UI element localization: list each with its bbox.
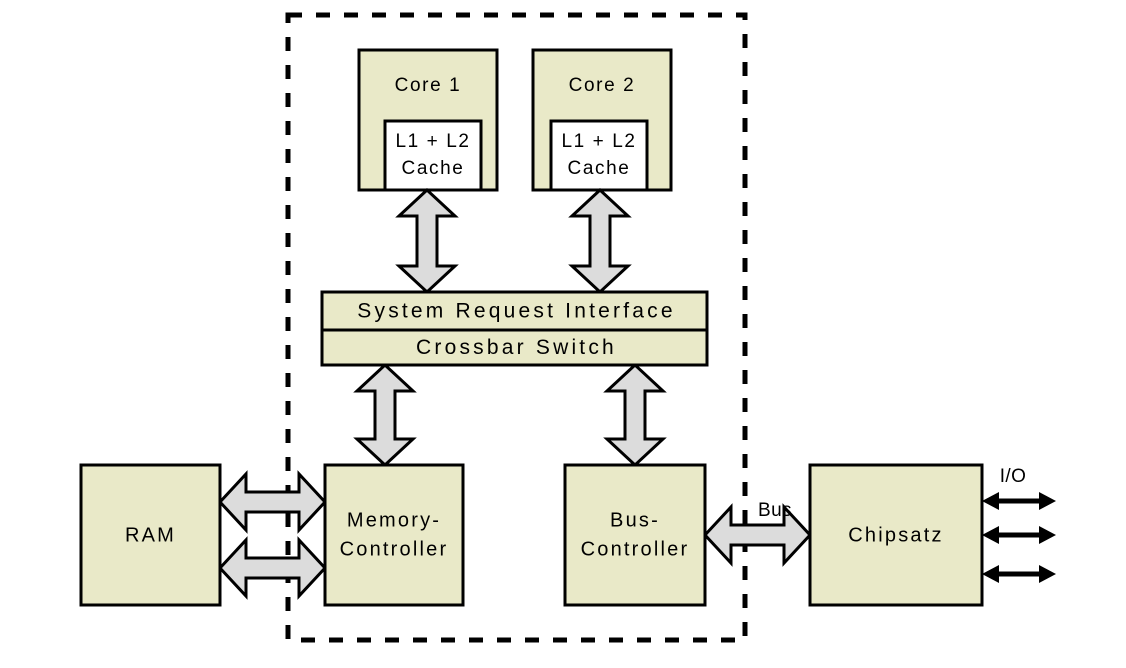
chipsatz-group[interactable]: Chipsatz [808,463,984,607]
bus-controller-group[interactable]: Bus- Controller [563,463,707,607]
chip-die-boundary [285,12,748,643]
io-arrow-1 [982,492,1056,510]
memory-controller-group[interactable]: Memory- Controller [323,463,465,607]
io-arrow-2-head-left [982,526,999,544]
core-2-cache-label-line2: Cache [568,158,631,179]
chipsatz-label-line1: Chipsatz [848,524,943,546]
core-1-cache-label-line2: Cache [402,158,465,179]
block-arrows-layer [217,187,813,600]
io-arrow-2-head-right [1039,526,1056,544]
core-2-cache-label-line1: L1 + L2 [561,131,636,152]
io-arrow-1-head-right [1039,492,1056,510]
crossbar-switch-box[interactable] [320,328,709,367]
arrow-core2-to-sri [568,187,632,295]
io-connection-label: I/O [1000,466,1027,487]
bus-connection-label: Bus [758,500,792,521]
memory-controller-label-line2: Controller [340,538,449,560]
core-1-group[interactable]: Core 1 L1 + L2 Cache [357,48,499,192]
io-arrow-2 [982,526,1056,544]
system-request-interface-box[interactable] [320,290,709,332]
memory-controller-box[interactable] [323,463,465,607]
ram-box[interactable] [79,463,222,607]
arrow-crossbar-to-bus-controller [603,362,667,468]
chipsatz-box[interactable] [808,463,984,607]
system-request-interface-group[interactable]: System Request Interface [320,290,709,332]
core-2-group[interactable]: Core 2 L1 + L2 Cache [531,48,673,192]
crossbar-switch-label: Crossbar Switch [416,336,617,359]
bus-controller-label-line1: Bus- [610,509,660,531]
io-arrow-3-head-right [1039,565,1056,583]
arrow-ram-to-memory-controller-upper [217,470,328,534]
io-arrow-3 [982,565,1056,583]
memory-controller-label-line1: Memory- [347,509,441,531]
crossbar-switch-group[interactable]: Crossbar Switch [320,328,709,367]
core-1-cache-label-line1: L1 + L2 [395,131,470,152]
io-arrows-layer [982,492,1056,583]
arrow-crossbar-to-memory-controller [353,362,417,468]
io-arrow-3-head-left [982,565,999,583]
core-1-label: Core 1 [395,75,462,96]
core-2-label: Core 2 [569,75,636,96]
arrow-core1-to-sri [395,187,459,295]
arrow-ram-to-memory-controller-lower [217,536,328,600]
core-1-cache-box[interactable] [383,119,483,192]
system-request-interface-label: System Request Interface [357,300,675,323]
io-arrow-1-head-left [982,492,999,510]
ram-group[interactable]: RAM [79,463,222,607]
bus-controller-label-line2: Controller [581,538,690,560]
bus-controller-box[interactable] [563,463,707,607]
ram-label-line1: RAM [125,524,176,546]
